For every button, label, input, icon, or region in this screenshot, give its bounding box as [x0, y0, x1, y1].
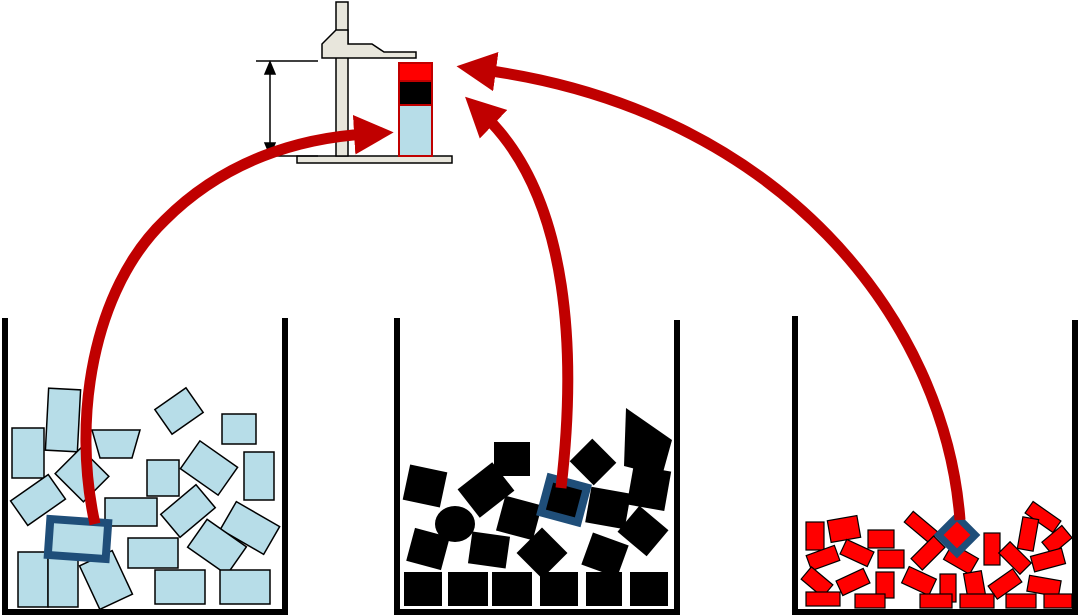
arrow-from-light-blue-bin — [80, 114, 394, 526]
highlight-frame-icon — [43, 514, 113, 564]
bin-black — [394, 318, 680, 615]
stand-icon — [296, 1, 453, 164]
stack-layer-bottom — [398, 104, 433, 157]
highlight-frame-icon — [933, 511, 981, 559]
black-pieces — [402, 408, 672, 606]
red-pieces — [800, 500, 1073, 609]
bin-icon — [2, 318, 288, 615]
stack-layer-top — [398, 62, 433, 82]
highlight-frame-icon — [536, 472, 592, 528]
sample-stack-icon — [398, 62, 433, 157]
bin-icon — [792, 316, 1078, 615]
arrow-from-black-bin — [465, 96, 574, 489]
bin-light-blue — [2, 318, 288, 615]
bin-red — [792, 316, 1078, 615]
arrow-icon — [80, 51, 966, 526]
stack-layer-middle — [398, 80, 433, 106]
bin-icon — [394, 318, 680, 615]
light-blue-pieces — [9, 386, 281, 611]
arrow-from-red-bin — [456, 51, 966, 521]
